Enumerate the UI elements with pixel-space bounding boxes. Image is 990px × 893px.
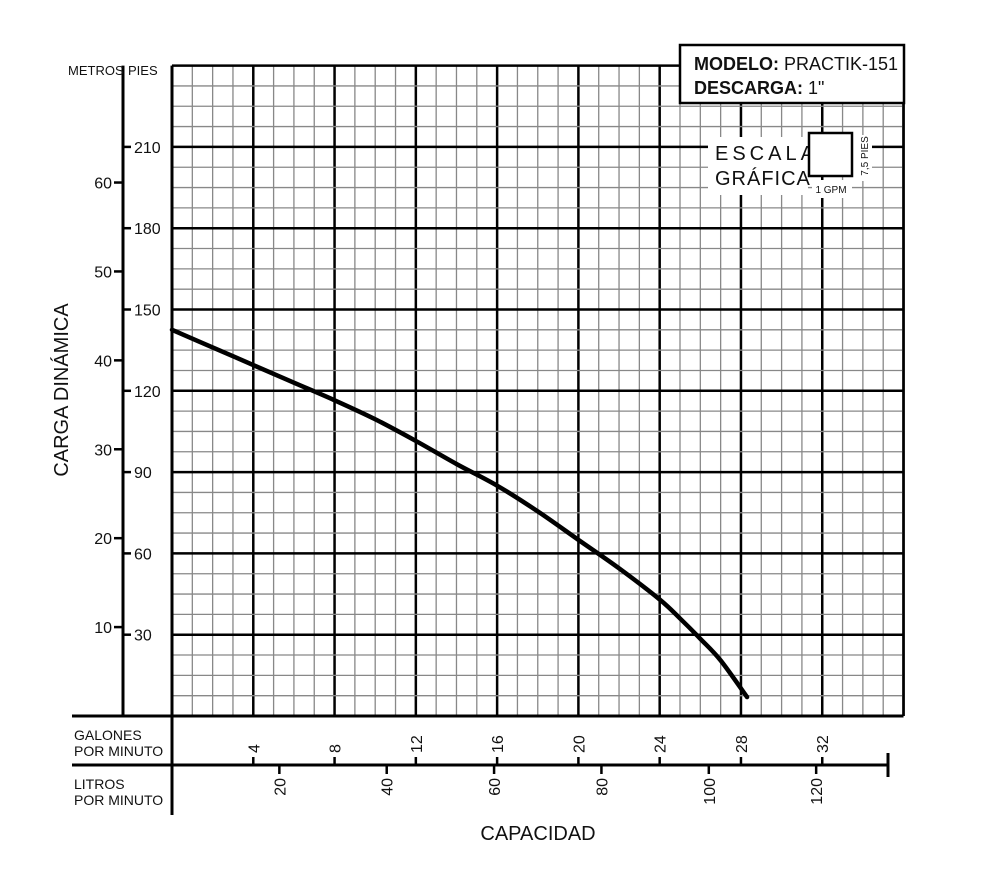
x-axis-title: CAPACIDAD (480, 823, 595, 845)
model-value: PRACTIK-151 (784, 54, 898, 74)
lpm-label-line2: POR MINUTO (74, 792, 163, 808)
discharge-value: 1" (808, 78, 824, 98)
pies-tick-label: 60 (134, 546, 152, 563)
scale-legend: ESCALA GRÁFICA 1 GPM 7,5 PIES (708, 131, 872, 198)
gpm-label-line2: POR MINUTO (74, 743, 163, 759)
scale-y-unit: 7,5 PIES (860, 136, 871, 176)
pies-units-label: PIES (128, 63, 158, 78)
metros-tick-label: 50 (94, 264, 112, 281)
scale-legend-line2: GRÁFICA (715, 167, 811, 190)
y-axis-title: CARGA DINÁMICA (50, 303, 73, 477)
metros-tick-label: 10 (94, 620, 112, 637)
metros-tick-label: 60 (94, 176, 112, 193)
lpm-label-line1: LITROS (74, 776, 125, 792)
model-box: MODELO:PRACTIK-151 DESCARGA:1" (678, 43, 906, 105)
gpm-tick-label: 20 (571, 735, 588, 753)
gpm-tick-label: 28 (734, 735, 751, 753)
pies-tick-label: 120 (134, 384, 161, 401)
svg-text:DESCARGA:1": DESCARGA:1" (694, 78, 824, 98)
gpm-tick-label: 12 (409, 735, 426, 753)
lpm-tick-label: 100 (702, 778, 719, 805)
lpm-tick-label: 120 (809, 778, 826, 805)
metros-tick-label: 30 (94, 442, 112, 459)
pies-tick-label: 30 (134, 628, 152, 645)
lpm-tick-label: 60 (487, 778, 504, 796)
pies-tick-label: 210 (134, 140, 161, 157)
lpm-tick-label: 20 (272, 778, 289, 796)
metros-tick-label: 20 (94, 531, 112, 548)
lpm-tick-label: 40 (380, 778, 397, 796)
gpm-tick-label: 32 (815, 735, 832, 753)
pies-tick-label: 90 (134, 465, 152, 482)
scale-legend-line1: ESCALA (715, 143, 818, 165)
gpm-tick-label: 16 (490, 735, 507, 753)
discharge-label: DESCARGA: (694, 78, 803, 98)
gpm-label-line1: GALONES (74, 727, 142, 743)
gpm-tick-label: 24 (653, 735, 670, 753)
scale-square (807, 131, 854, 178)
gpm-tick-label: 8 (328, 744, 345, 753)
pies-tick-label: 180 (134, 221, 161, 238)
lpm-tick-label: 80 (594, 778, 611, 796)
svg-text:MODELO:PRACTIK-151: MODELO:PRACTIK-151 (694, 54, 898, 74)
metros-tick-label: 40 (94, 353, 112, 370)
gpm-tick-label: 4 (246, 744, 263, 753)
pies-tick-label: 150 (134, 303, 161, 320)
axes: 30 60 90 120 150 180 210 10 20 30 40 50 60 4 8 12 16 20 24… (72, 64, 905, 815)
scale-x-unit: 1 GPM (815, 185, 846, 196)
performance-curve (169, 327, 750, 700)
model-label: MODELO: (694, 54, 779, 74)
metros-units-label: METROS (68, 63, 124, 78)
